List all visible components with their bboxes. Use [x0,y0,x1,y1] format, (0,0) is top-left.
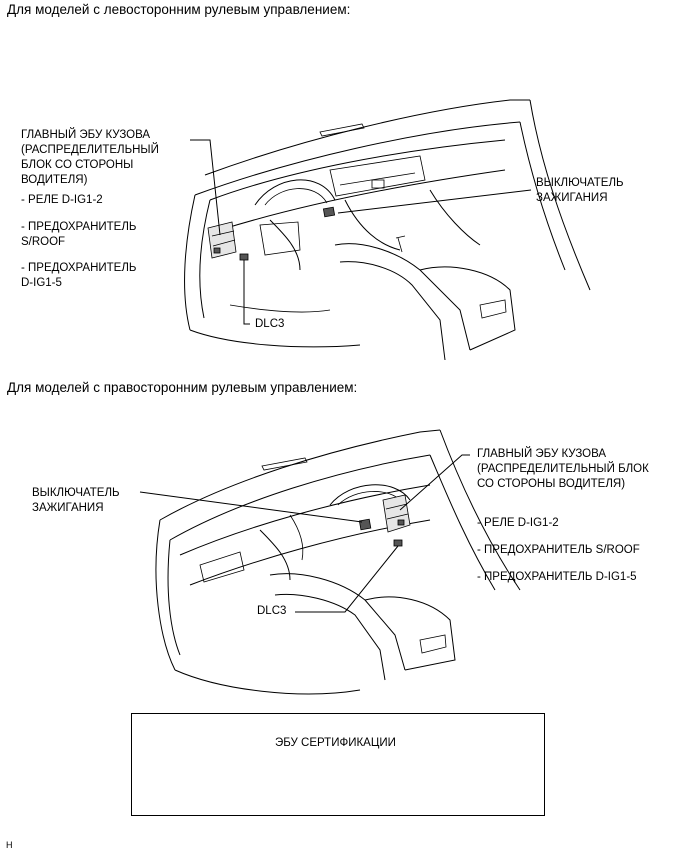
lhd-ignition-switch-label: ВЫКЛЮЧАТЕЛЬ ЗАЖИГАНИЯ [536,177,624,204]
rhd-relay-label: - РЕЛЕ D-IG1-2 [477,517,559,529]
lhd-fuse-sroof-label: - ПРЕДОХРАНИТЕЛЬ S/ROOF [21,221,137,248]
rhd-ignition-switch-label: ВЫКЛЮЧАТЕЛЬ ЗАЖИГАНИЯ [32,487,120,514]
legend-box [131,713,545,816]
rhd-fuse-sroof-label: - ПРЕДОХРАНИТЕЛЬ S/ROOF [477,544,640,556]
lhd-fuse-dig15-label: - ПРЕДОХРАНИТЕЛЬ D-IG1-5 [21,262,137,289]
lhd-dashboard-drawing [184,99,591,361]
figure-code: H [6,840,13,850]
rhd-fuse-dig15-label: - ПРЕДОХРАНИТЕЛЬ D-IG1-5 [477,571,637,583]
lhd-heading: Для моделей с левосторонним рулевым упра… [7,2,351,17]
rhd-body-ecu-label: ГЛАВНЫЙ ЭБУ КУЗОВА (РАСПРЕДЕЛИТЕЛЬНЫЙ БЛ… [477,448,649,490]
rhd-dlc3-label: DLC3 [257,605,287,617]
lhd-relay-label: - РЕЛЕ D-IG1-2 [21,194,103,206]
lhd-dlc3-label: DLC3 [255,318,285,330]
rhd-dashboard-drawing [139,429,521,695]
cert-ecu-label: ЭБУ СЕРТИФИКАЦИИ [275,737,396,749]
rhd-heading: Для моделей с правосторонним рулевым упр… [7,380,358,395]
lhd-body-ecu-label: ГЛАВНЫЙ ЭБУ КУЗОВА (РАСПРЕДЕЛИТЕЛЬНЫЙ БЛ… [21,129,159,186]
